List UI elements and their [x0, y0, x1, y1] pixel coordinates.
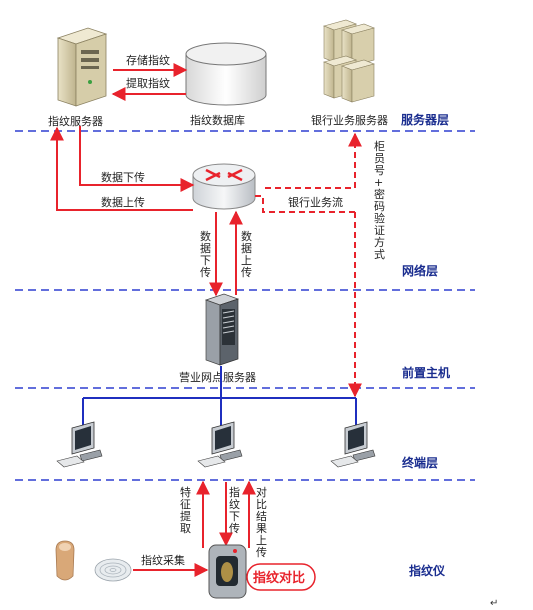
data-up-line [50, 126, 193, 211]
auth-v-text: 柜员号+密码验证方式 [374, 140, 385, 261]
bank-flow-label: 银行业务流 [288, 195, 343, 209]
fp-compare-label: 指纹对比 [253, 570, 305, 586]
fpdown-v-char: 指 [229, 485, 240, 499]
fingerprint-database-icon [185, 42, 267, 106]
auth-v-char: 证 [374, 224, 385, 237]
result-v-char: 传 [256, 546, 267, 559]
fingerprint-icon [94, 558, 132, 582]
auth-v-char: 柜 [374, 140, 385, 153]
feature-extract-label: 特征提取 [180, 485, 191, 535]
terminal-bus [82, 366, 357, 428]
netup-v-text: 数据上传 [241, 230, 252, 279]
bank-server-icon [323, 19, 375, 103]
result-v-char: 比 [256, 498, 267, 511]
terminal-center-icon [197, 421, 243, 468]
result-v-char: 果 [256, 522, 267, 535]
result-v-text: 对比结果上传 [256, 485, 267, 559]
layer-label-network: 网络层 [402, 263, 438, 278]
layer-label-front: 前置主机 [402, 365, 450, 380]
business-server-label: 营业网点服务器 [179, 370, 256, 384]
feat-v-char: 提 [180, 510, 191, 523]
auth-v-char: 员 [374, 152, 385, 165]
store-label: 存储指纹 [126, 53, 170, 67]
auth-v-char: 式 [374, 248, 385, 261]
fpdown-v-char: 纹 [229, 497, 240, 511]
fp-compare-badge: 指纹对比 [246, 563, 316, 591]
account-auth-label: 柜员号+密码验证方式 [374, 140, 385, 261]
netdown-v-char: 传 [200, 266, 211, 279]
fp-collect-label: 指纹采集 [141, 553, 185, 567]
netup-v-char: 上 [241, 254, 252, 267]
finger-icon [55, 540, 75, 581]
auth-v-char: 码 [374, 200, 385, 213]
terminal-right-icon [330, 421, 376, 468]
auth-v-char: 方 [374, 235, 385, 249]
result-up-label: 对比结果上传 [256, 485, 267, 559]
result-v-char: 结 [256, 510, 267, 523]
fetch-label: 提取指纹 [126, 76, 170, 90]
feat-v-text: 特征提取 [180, 485, 191, 535]
netdown-v-char: 下 [200, 254, 211, 267]
fingerprint-server-icon [56, 27, 108, 107]
layer-label-device: 指纹仪 [409, 563, 446, 578]
return-mark: ↵ [490, 598, 498, 609]
layer-label-terminal: 终端层 [402, 455, 438, 470]
netdown-v-text: 数据下传 [200, 230, 211, 279]
fpdown-v-char: 传 [229, 522, 240, 535]
fingerprint-server-label: 指纹服务器 [48, 114, 103, 128]
netup-v-char: 传 [241, 266, 252, 279]
netup-v-char: 数 [241, 230, 252, 243]
result-v-char: 上 [256, 534, 267, 547]
data-down-line [79, 126, 195, 192]
fpdown-v-char: 下 [229, 510, 240, 523]
business-server-icon [204, 293, 240, 366]
result-v-char: 对 [256, 485, 267, 499]
fingerprint-database-label: 指纹数据库 [190, 113, 245, 127]
net-up-label: 数据上传 [241, 230, 252, 279]
auth-v-char: 验 [374, 211, 385, 225]
layer-separators [15, 130, 475, 481]
netdown-v-char: 数 [200, 230, 211, 243]
feat-v-char: 取 [180, 522, 191, 535]
auth-v-char: 密 [374, 187, 385, 201]
bank-server-label: 银行业务服务器 [311, 113, 388, 127]
fingerprint-reader-icon [208, 544, 247, 599]
fpdown-v-text: 指纹下传 [229, 485, 240, 535]
data-down-label: 数据下传 [101, 170, 145, 184]
net-down-label: 数据下传 [200, 230, 211, 279]
netdown-v-char: 据 [200, 241, 211, 255]
data-up-label: 数据上传 [101, 195, 145, 209]
terminal-left-icon [56, 421, 103, 468]
router-icon [192, 163, 256, 210]
bank-flow-line [255, 195, 355, 213]
auth-v-char: + [374, 176, 383, 189]
auth-v-char: 号 [374, 164, 385, 177]
feat-v-char: 特 [180, 485, 191, 499]
feat-v-char: 征 [180, 498, 191, 511]
fp-down-label: 指纹下传 [229, 485, 240, 535]
netup-v-char: 据 [241, 241, 252, 255]
layer-label-server: 服务器层 [401, 112, 449, 127]
bank-flow-vertical [265, 132, 362, 189]
